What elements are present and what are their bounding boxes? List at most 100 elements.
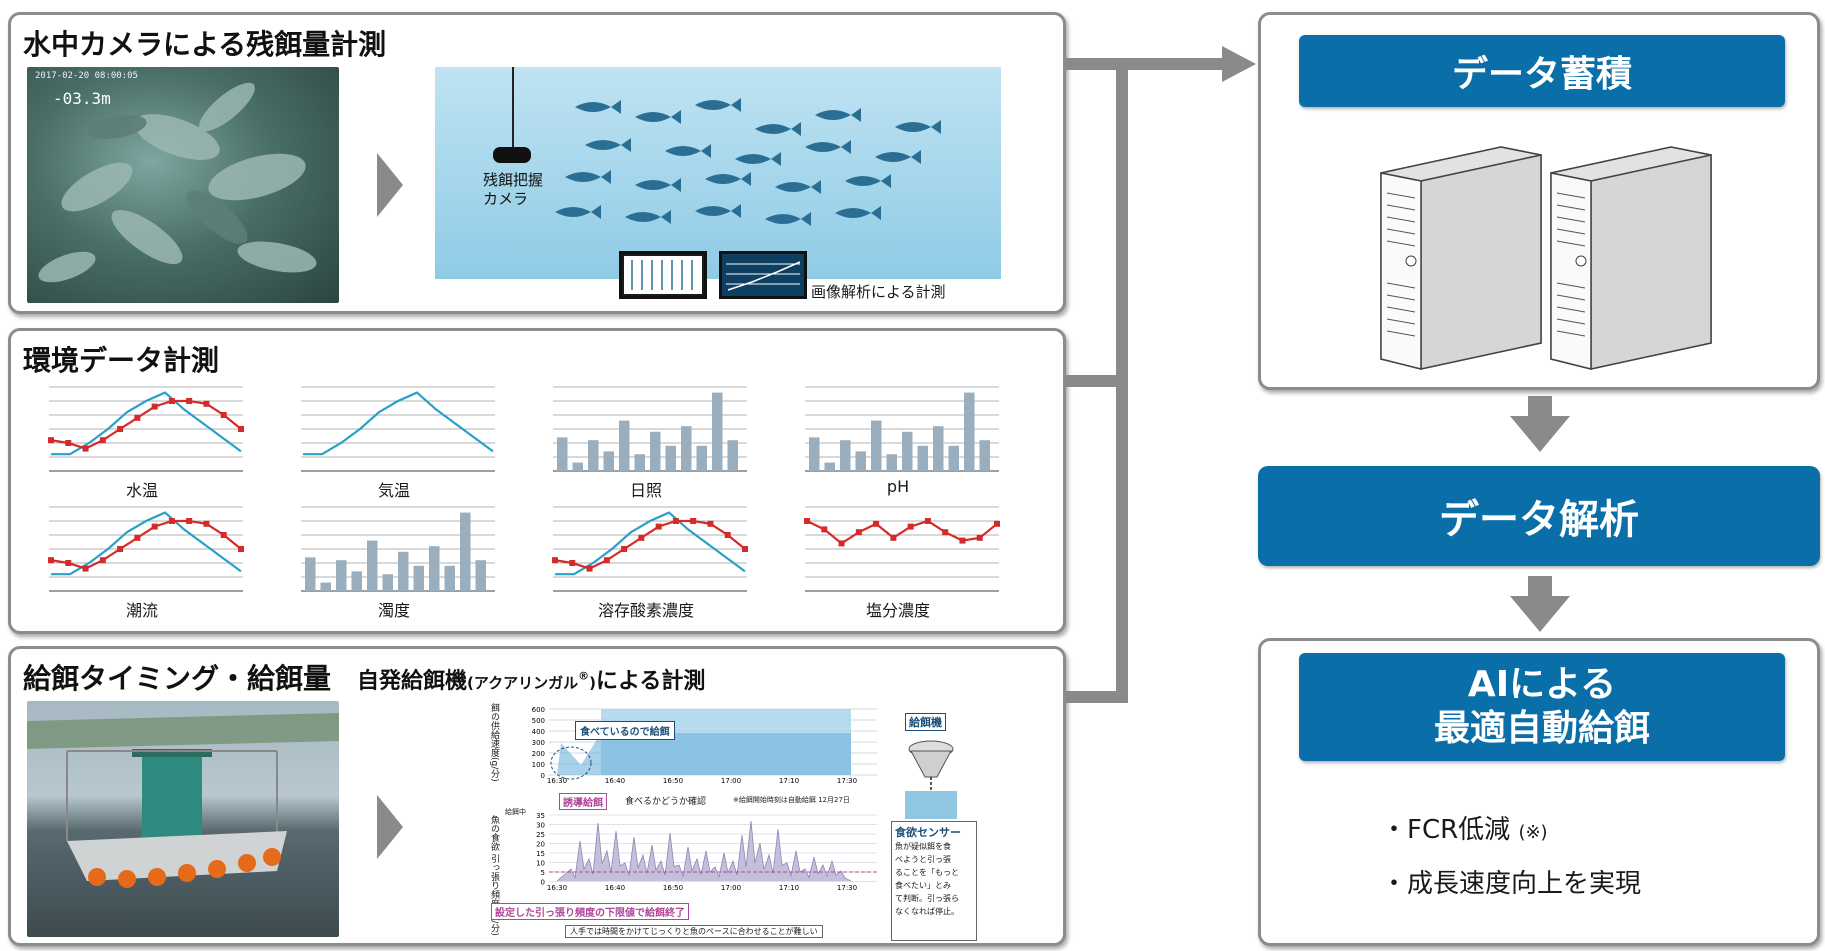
xtick: 16:40 [605,777,625,783]
point [186,518,193,524]
bar [634,454,645,471]
server-icon [1380,146,1712,370]
point [117,546,124,552]
point [707,520,714,527]
point [48,437,54,444]
bar [444,565,455,591]
raft-photo-art [27,713,339,888]
point [151,523,158,530]
bar [840,440,851,471]
point [821,526,828,533]
point [942,529,949,536]
point [117,426,124,432]
series-line [50,399,242,450]
point [82,565,89,572]
point [220,532,227,538]
ai-panel: AIによる 最適自動給餌 ・FCR低減 (※) ・成長速度向上を実現 [1258,638,1820,946]
series-line [555,511,746,576]
subtitle-close: ) [589,674,596,692]
point [621,546,628,552]
sensor-text-line: 魚が疑似餌を食 [895,842,951,851]
lure-note: 食べるかどうか確認 [625,797,707,807]
point [855,529,862,536]
fish-school-photo-art [38,82,317,283]
point [99,437,106,444]
analysis-header: データ解析 [1258,466,1820,566]
feeding-panel: 給餌タイミング・給餌量 自発給餌機(アクアリンガル®)による計測 餌の供給速度(… [8,646,1066,946]
arrow-down-icon [1510,396,1570,452]
env-chart-label: 気温 [377,481,410,500]
point [48,557,54,564]
lure-label: 誘導給餌 [559,793,607,810]
series-line [554,519,746,570]
point [65,440,72,446]
point [168,518,175,524]
stop-label: 設定した引っ張り頻度の下限値で給餌終了 [491,903,689,920]
bar [696,445,707,471]
subtitle-post: による計測 [595,669,706,694]
ai-header-line2: 最適自動給餌 [1433,708,1650,749]
point [569,560,576,566]
underwater-camera-panel: 水中カメラによる残餌量計測 2017-02-20 08:00:05 -03.3m [8,12,1066,314]
point [638,534,645,541]
point [804,518,810,524]
series-line [806,519,998,545]
subtitle-reg: ® [578,669,590,683]
bar [886,454,897,471]
bar [681,426,692,471]
bar [429,546,440,591]
fish-school-illustration [493,67,941,226]
bar [824,462,835,471]
feeding-panel-subtitle: 自発給餌機(アクアリンガル®)による計測 [357,663,705,695]
bar [712,392,723,471]
point [99,557,106,564]
env-chart-6 [552,506,748,592]
bar [727,440,738,471]
point [586,565,593,572]
point [65,560,72,566]
ytick: 10 [536,860,545,868]
top-banner: 食べているので給餌 [575,721,675,740]
ytick: 5 [541,869,545,877]
storage-panel: データ蓄積 [1258,12,1820,390]
bar [572,462,583,471]
bar [964,392,975,471]
point [672,518,679,524]
point [151,403,158,410]
ytick: 200 [532,750,545,758]
env-chart-label: 溶存酸素濃度 [597,601,694,620]
point [838,540,845,547]
point [238,426,244,432]
bar [413,565,424,591]
analysis-thumbnail-graph [719,251,807,299]
series-line [303,391,494,456]
env-chart-label: 濁度 [377,601,410,620]
point [134,534,141,541]
underwater-photo: 2017-02-20 08:00:05 -03.3m [27,67,339,303]
xtick: 17:30 [837,884,857,891]
environment-panel-title: 環境データ計測 [23,344,220,377]
bar [603,451,614,471]
underwater-panel-title: 水中カメラによる残餌量計測 [23,28,387,61]
point [890,534,897,541]
feeding-panel-title: 給餌タイミング・給餌量 [23,662,332,695]
ytick: 20 [536,841,545,849]
camera-label-line1: 残餌把握 [483,171,544,189]
ytick: 0 [541,772,545,780]
bar [557,437,568,471]
point [168,398,175,404]
ytick: 400 [532,728,545,736]
point [724,532,731,538]
ytick: 600 [532,706,545,714]
arrow-down-icon [1510,576,1570,632]
bottom-ylabel2: 給餌中 [505,808,526,816]
point [690,518,697,524]
bar [948,445,959,471]
analysis-label: 画像解析による計測 [811,283,946,301]
camera-label-line2: カメラ [483,190,529,208]
bar [475,560,486,591]
env-chart-3 [805,386,999,472]
sensor-box: 食欲センサー 魚が疑似餌を食べようと引っ張ることを「もっと食べたい」とみて判断。… [891,821,977,941]
